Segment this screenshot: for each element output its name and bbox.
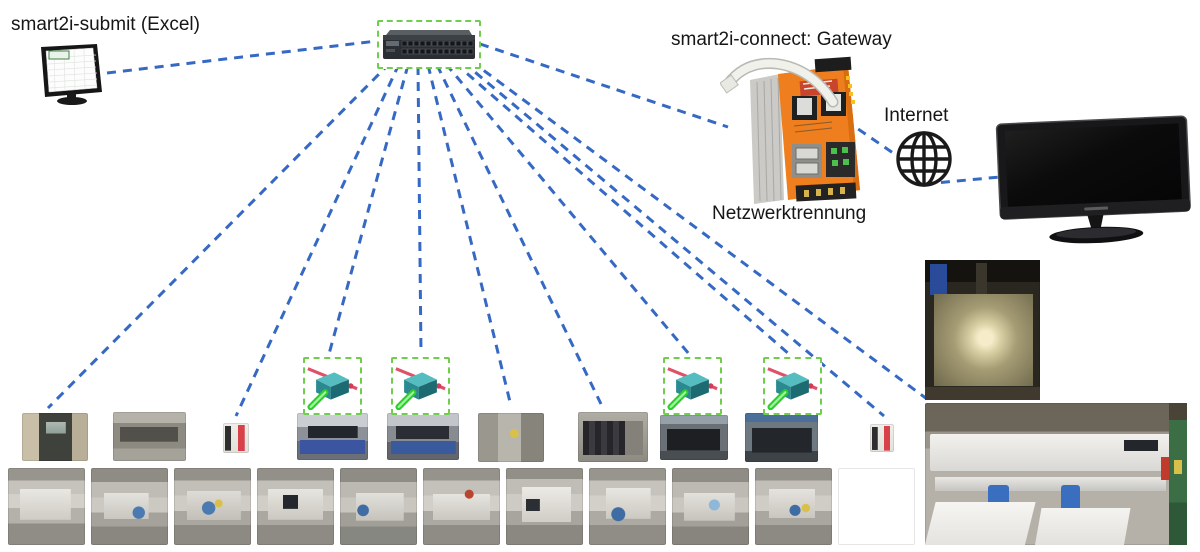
photo-detail <box>1160 456 1169 480</box>
machine-photo-4 <box>257 468 334 545</box>
gateway-label: smart2i-connect: Gateway <box>671 29 892 50</box>
smart-connector-icon <box>307 367 358 411</box>
cabinet-photo-5 <box>387 413 459 460</box>
output-monitor-icon <box>995 115 1191 244</box>
network-separation-label: Netzwerktrennung <box>712 203 867 224</box>
photo-detail <box>1168 403 1187 545</box>
connection-submit-to-switch <box>106 39 378 75</box>
smart-connector-icon <box>395 367 446 411</box>
photo-detail <box>1061 485 1080 511</box>
photo-detail <box>934 293 1034 386</box>
smart-connector-1 <box>303 357 362 415</box>
cabinet-photo-10 <box>870 424 894 452</box>
cabinet-photo-4 <box>297 413 368 460</box>
cabinet-photo-9 <box>745 413 818 462</box>
machine-photo-2 <box>91 468 168 545</box>
cabinet-photo-1 <box>22 413 88 461</box>
cabinet-photo-2 <box>113 412 186 461</box>
cabinet-photo-7 <box>578 412 648 462</box>
gateway-device-icon <box>720 56 860 204</box>
machine-photo-1 <box>8 468 85 545</box>
internet-globe-icon <box>896 131 952 187</box>
machine-photo-8 <box>589 468 666 545</box>
photo-detail <box>929 264 947 295</box>
switch-highlight-box <box>377 20 481 69</box>
machine-photo-5 <box>340 468 417 545</box>
cabinet-photo-6 <box>478 413 544 462</box>
internet-label: Internet <box>884 105 949 126</box>
submit-monitor-label: smart2i-submit (Excel) <box>11 14 200 35</box>
large-machine-photo <box>925 403 1187 545</box>
connection-switch-to-gateway <box>479 42 729 129</box>
spreadsheet-monitor-icon <box>41 44 102 105</box>
laser-table-photo <box>925 260 1040 400</box>
connection-switch-to-connector-1 <box>327 64 410 355</box>
photo-detail <box>1173 459 1182 474</box>
photo-detail <box>975 262 988 300</box>
photo-detail <box>925 502 1036 545</box>
machine-photo-9 <box>672 468 749 545</box>
photo-detail <box>1124 439 1159 452</box>
connection-switch-to-connector-3 <box>444 63 691 355</box>
machine-photo-6 <box>423 468 500 545</box>
smart-connector-2 <box>391 357 450 415</box>
smart-connector-icon <box>767 367 818 411</box>
cabinet-photo-3 <box>223 423 249 453</box>
cabinet-photo-8 <box>660 415 728 460</box>
photo-detail <box>935 476 1167 492</box>
machine-photo-7 <box>506 468 583 545</box>
machine-photo-10 <box>755 468 832 545</box>
ethernet-switch-icon <box>383 30 475 59</box>
smart-connector-icon <box>667 367 718 411</box>
photo-detail <box>925 387 1040 400</box>
photo-detail <box>1035 508 1131 545</box>
smart-connector-3 <box>663 357 722 415</box>
smart-connector-4 <box>763 357 822 415</box>
connection-switch-to-cabinet-6 <box>426 64 513 407</box>
connection-switch-to-connector-2 <box>416 65 423 355</box>
connection-switch-to-cabinet-7 <box>435 64 603 405</box>
machine-photo-11 <box>838 468 915 545</box>
machine-photo-3 <box>174 468 251 545</box>
